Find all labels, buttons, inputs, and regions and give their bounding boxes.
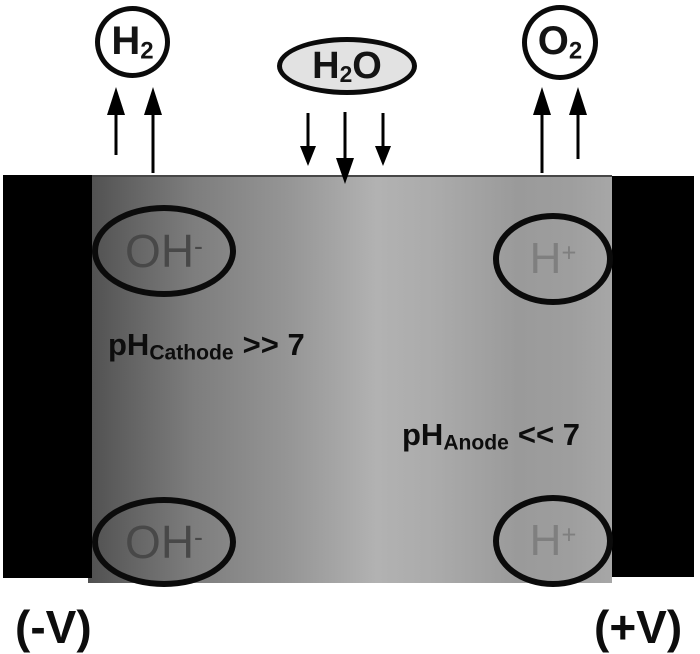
o2-gas-label: O2 — [537, 19, 583, 65]
h2o-label: H2O — [312, 44, 382, 87]
hydrogen-ion-label: H+ — [529, 234, 577, 283]
o2-gas-bubble: O2 — [522, 5, 598, 80]
hydroxide-ion-label: OH- — [125, 225, 203, 277]
hydrogen-ion-ellipse-top: H+ — [493, 213, 613, 305]
o2-evolution-arrows — [533, 87, 587, 173]
ph-anode-label: pHAnode<< 7 — [402, 417, 580, 455]
h2-evolution-arrows — [107, 87, 162, 173]
h2-gas-label: H2 — [111, 18, 154, 65]
hydroxide-ion-ellipse-bottom: OH- — [92, 497, 236, 587]
hydroxide-ion-label: OH- — [125, 516, 203, 568]
hydrogen-ion-ellipse-bottom: H+ — [493, 495, 613, 587]
h2o-feed-arrows — [300, 112, 391, 184]
h2o-molecule-bubble: H2O — [277, 37, 417, 95]
cathode-voltage-label: (-V) — [15, 601, 92, 653]
hydroxide-ion-ellipse-top: OH- — [92, 205, 236, 297]
hydrogen-ion-label: H+ — [529, 516, 577, 565]
ph-cathode-label: pHCathode>> 7 — [108, 327, 305, 365]
anode-voltage-label: (+V) — [594, 601, 683, 653]
h2-gas-bubble: H2 — [95, 6, 170, 78]
cathode-electrode — [3, 175, 92, 578]
anode-electrode — [612, 176, 694, 577]
